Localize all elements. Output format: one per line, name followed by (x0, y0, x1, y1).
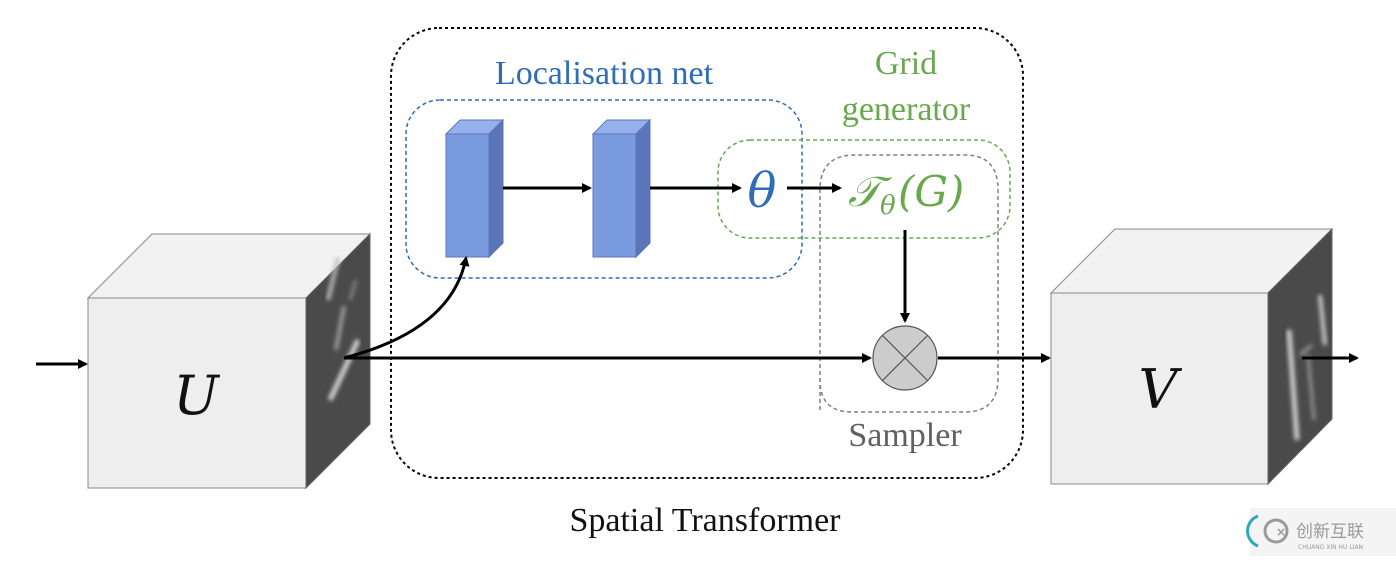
spatial-transformer-title: Spatial Transformer (569, 502, 841, 539)
loc-layer-1 (444, 118, 505, 259)
cube-u-side (305, 232, 371, 490)
watermark-logo-icon (1263, 518, 1289, 544)
watermark-accent-icon (1246, 514, 1259, 548)
arrow-to-localisation-net (343, 256, 470, 360)
sampler-node (872, 325, 938, 391)
cube-u-front (87, 297, 307, 489)
sampler-label: Sampler (848, 417, 962, 454)
watermark-subtext: CHUANG XIN HU LIAN (1298, 544, 1363, 551)
output-symbol-v: V (1139, 358, 1183, 421)
transform-argument: (G) (898, 167, 964, 216)
theta-symbol: θ (748, 163, 777, 219)
grid-generator-boundary (717, 139, 1011, 239)
sampler-boundary (819, 154, 999, 413)
cube-u-feature-map (326, 257, 361, 402)
loc-layer-2 (591, 118, 652, 259)
output-cube-v (1049, 227, 1334, 486)
transform-subscript: θ (880, 191, 896, 221)
transform-expression: 𝒯 θ (G) (848, 167, 964, 221)
cube-v-feature-map (1286, 294, 1327, 441)
grid-generator-label-line1: Grid (875, 45, 937, 82)
watermark-background (1250, 508, 1396, 556)
grid-generator-label-line2: generator (842, 91, 971, 128)
cube-v-front (1050, 292, 1269, 485)
spatial-transformer-boundary (390, 27, 1024, 479)
input-symbol-u: U (173, 364, 220, 427)
watermark-logo-x: × (1276, 525, 1286, 539)
watermark-text: 创新互联 (1296, 522, 1364, 542)
watermark: × 创新互联 CHUANG XIN HU LIAN (1246, 508, 1396, 556)
input-cube-u (86, 232, 372, 490)
cube-v-side (1267, 227, 1333, 486)
localisation-net-label: Localisation net (495, 55, 714, 92)
